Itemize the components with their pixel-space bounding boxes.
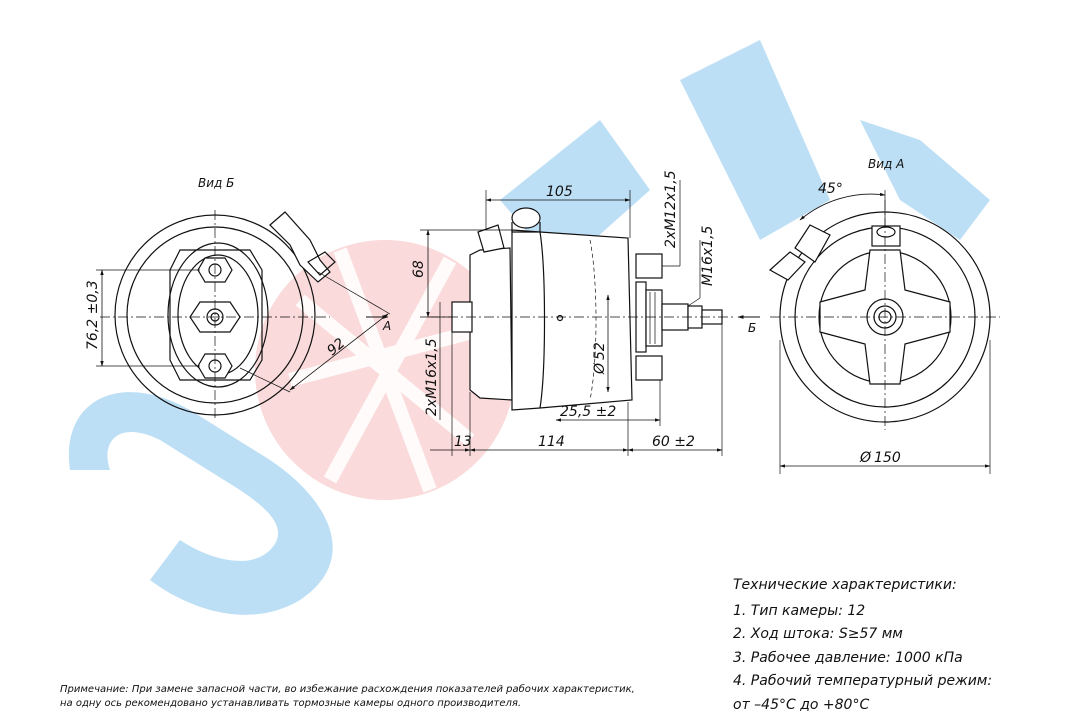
spec-item: 4. Рабочий температурный режим: bbox=[733, 673, 993, 689]
dim-76-2: 76,2 ±0,3 bbox=[85, 280, 101, 350]
dim-150-symbol: Ø bbox=[859, 450, 872, 466]
dim-68: 68 bbox=[411, 260, 427, 278]
view-b-drawing bbox=[96, 210, 391, 420]
spec-item: 3. Рабочее давление: 1000 кПа bbox=[733, 649, 963, 666]
footnote-line: Примечание: При замене запасной части, в… bbox=[60, 684, 635, 695]
footnote-line: на одну ось рекомендовано устанавливать … bbox=[60, 698, 522, 709]
spec-item: 2. Ход штока: S≥57 мм bbox=[733, 626, 903, 642]
dim-52: 52 bbox=[592, 342, 608, 360]
main-view-drawing bbox=[366, 180, 760, 456]
dim-m16: М16х1,5 bbox=[700, 225, 716, 286]
footnote: Примечание: При замене запасной части, в… bbox=[60, 683, 720, 711]
dim-52-symbol: Ø bbox=[592, 362, 608, 375]
view-b-label: Вид Б bbox=[198, 176, 234, 190]
spec-item: 1. Тип камеры: 12 bbox=[733, 602, 866, 619]
marker-b-label: Б bbox=[748, 321, 756, 335]
dim-114: 114 bbox=[538, 434, 565, 450]
dim-2xm12: 2хМ12х1,5 bbox=[663, 170, 679, 248]
dim-25-5: 25,5 ±2 bbox=[560, 404, 616, 420]
view-a-drawing bbox=[768, 190, 1000, 474]
dim-105: 105 bbox=[546, 184, 573, 200]
technical-specs: Технические характеристики: 1. Тип камер… bbox=[733, 574, 1073, 717]
view-a-label: Вид А bbox=[868, 157, 904, 171]
dim-60: 60 ±2 bbox=[652, 434, 695, 450]
dim-45-deg: 45° bbox=[818, 181, 843, 197]
marker-a-label: А bbox=[382, 319, 391, 333]
specs-title: Технические характеристики: bbox=[733, 577, 957, 593]
dim-150: 150 bbox=[874, 450, 901, 466]
dim-13: 13 bbox=[454, 434, 472, 450]
dim-2xm16: 2хМ16х1,5 bbox=[424, 338, 440, 416]
spec-item: от –45°С до +80°С bbox=[733, 696, 870, 713]
